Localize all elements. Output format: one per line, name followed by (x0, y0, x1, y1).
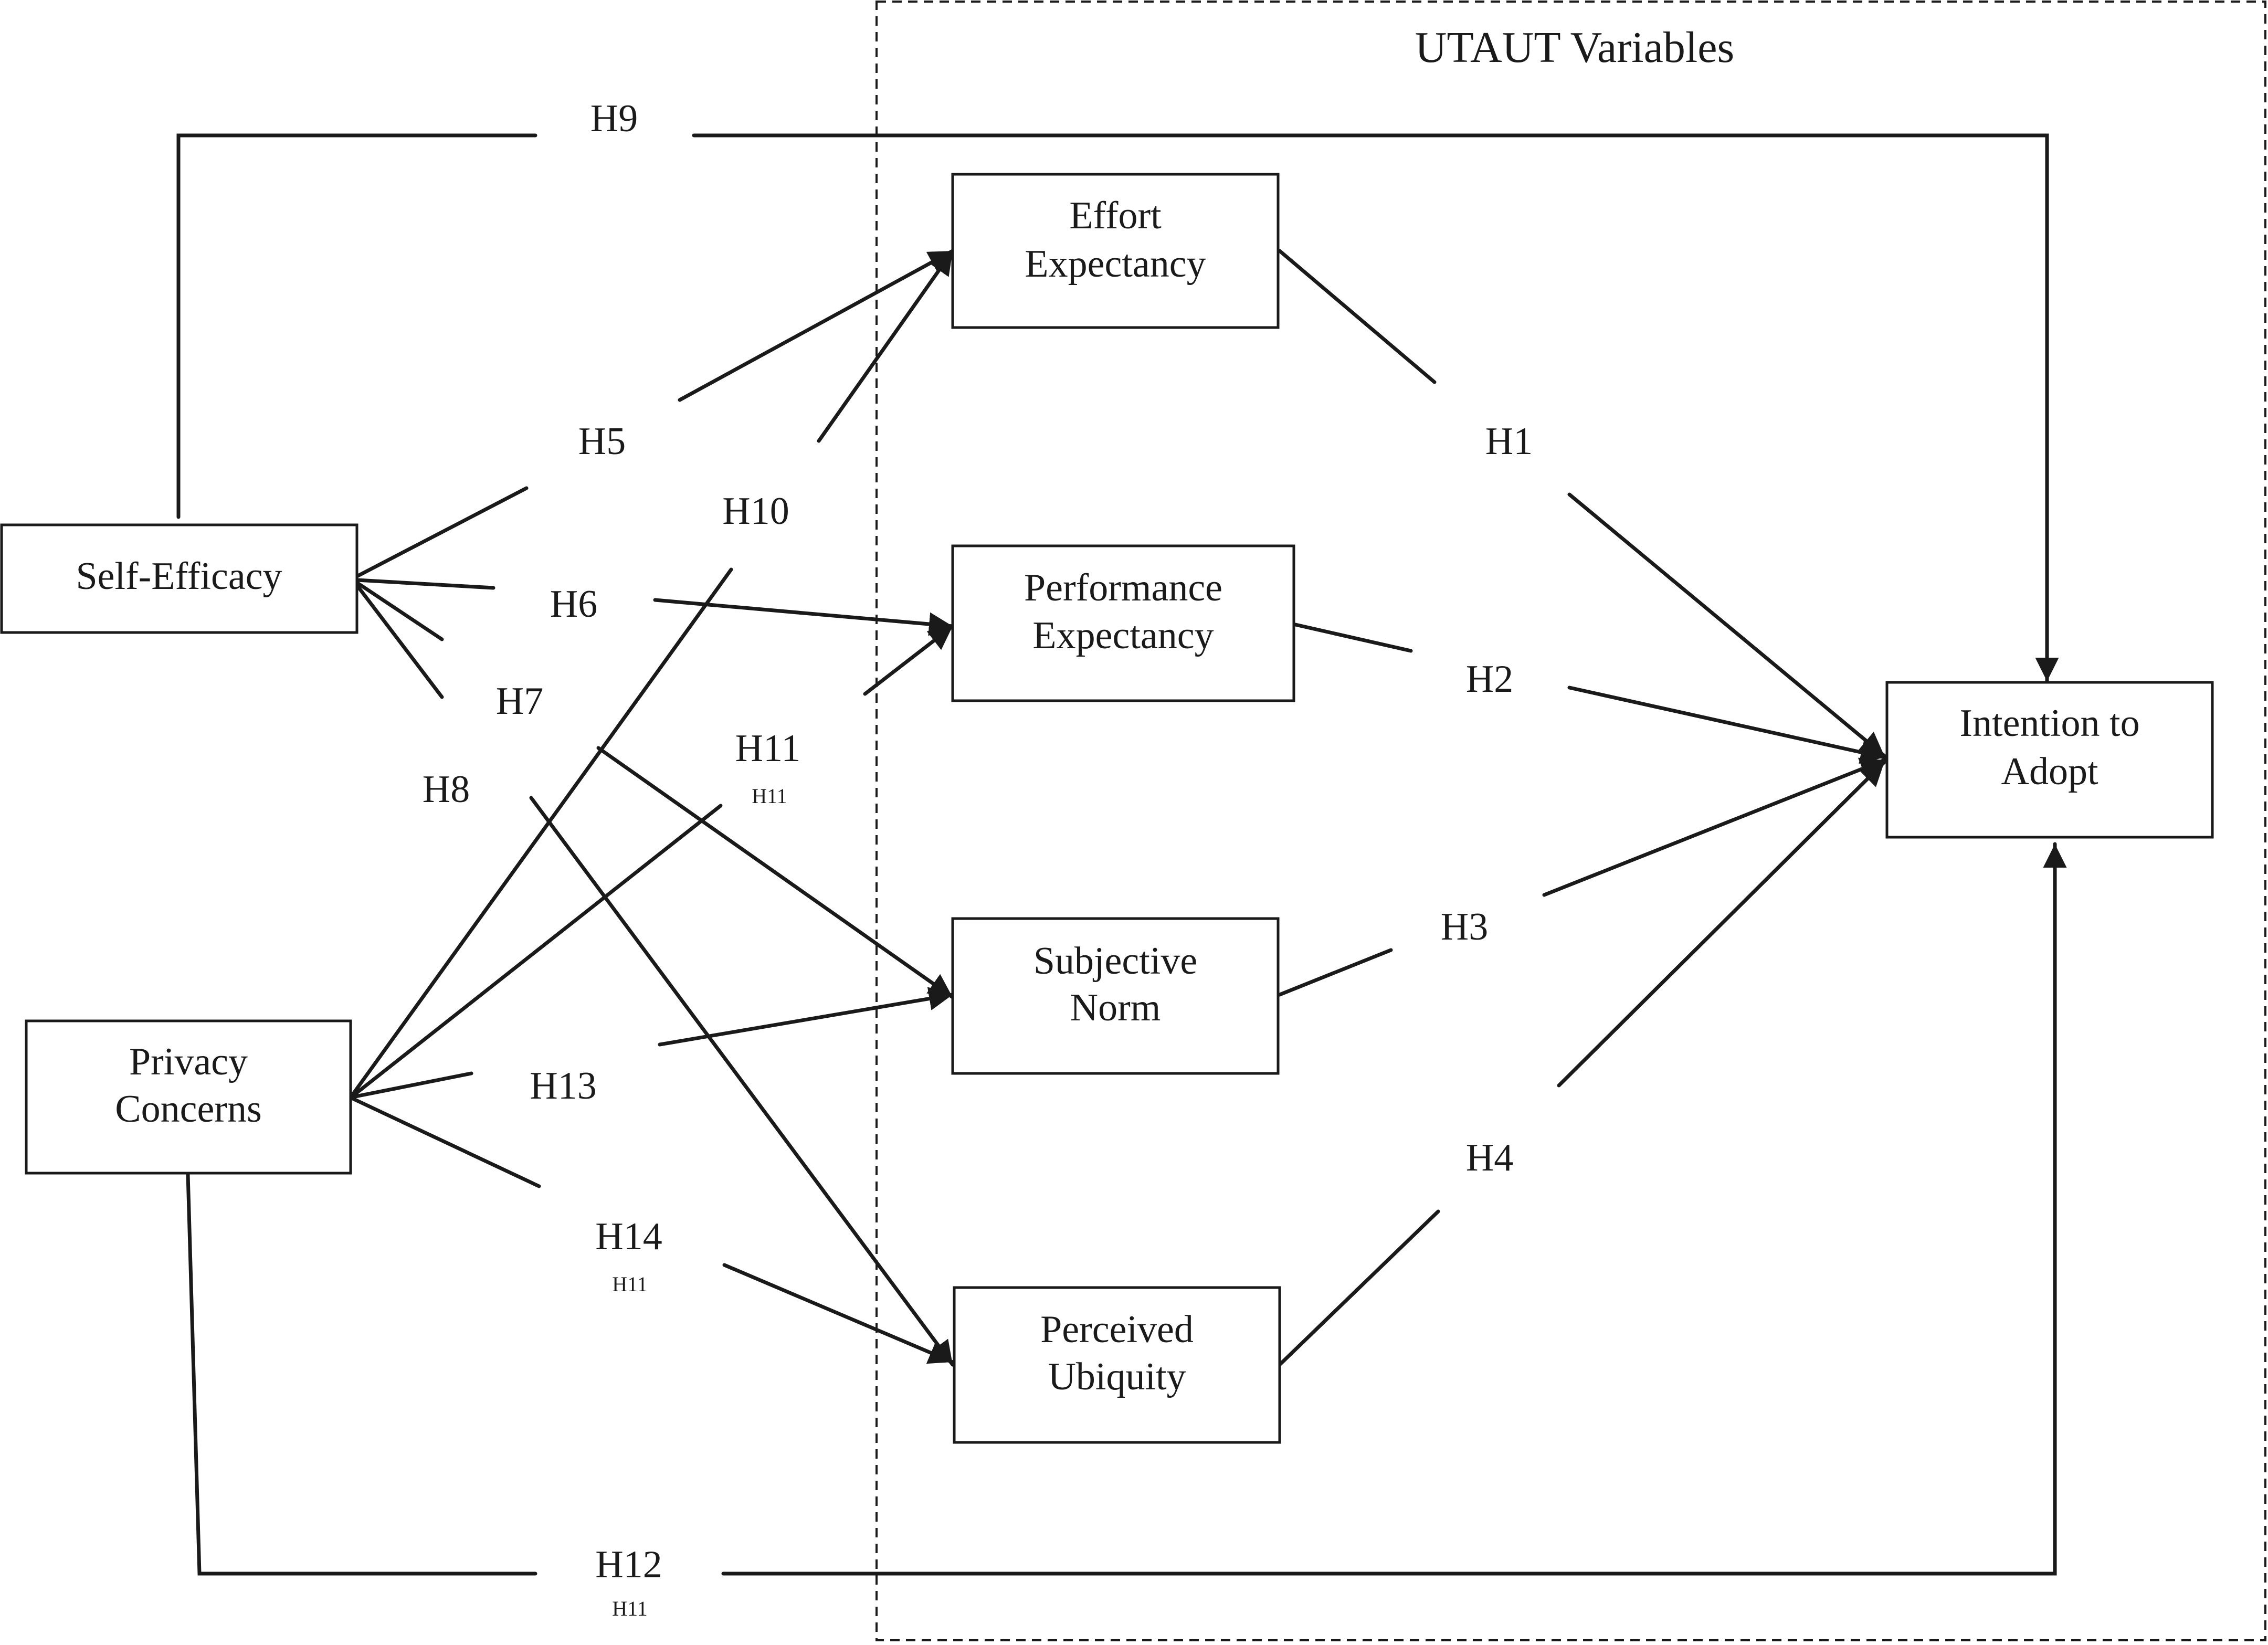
edge-h1 (1278, 249, 1886, 758)
utaut-group-frame (875, 1, 2266, 1641)
node-effort-expectancy-line2: Expectancy (1025, 242, 1206, 286)
edge-h5 (355, 249, 955, 578)
label-h2: H2 (1466, 658, 1513, 701)
node-subjective-norm-line1: Subjective (1033, 940, 1197, 983)
label-h14-subscript: H11 (612, 1272, 647, 1296)
label-h13: H13 (530, 1064, 596, 1108)
edge-h7 (355, 581, 955, 999)
node-privacy-concerns: Privacy Concerns (25, 1019, 352, 1175)
edge-h4 (1278, 760, 1886, 1367)
label-h1: H1 (1485, 420, 1533, 463)
label-h14: H14 (595, 1215, 662, 1258)
node-privacy-concerns-line1: Privacy (129, 1040, 248, 1083)
label-h12: H12 (595, 1543, 662, 1586)
node-performance-expectancy: Performance Expectancy (951, 544, 1295, 702)
node-performance-expectancy-line2: Expectancy (1032, 614, 1214, 657)
node-perceived-ubiquity-line2: Ubiquity (1048, 1355, 1186, 1398)
label-h11-subscript: H11 (752, 784, 787, 808)
label-h11: H11 (735, 727, 801, 770)
edge-h13 (351, 987, 955, 1099)
node-perceived-ubiquity-line1: Perceived (1040, 1308, 1194, 1351)
edge-h9 (176, 133, 2059, 683)
node-self-efficacy-label: Self-Efficacy (76, 555, 282, 598)
node-effort-expectancy: Effort Expectancy (951, 173, 1280, 329)
edge-h3 (1278, 757, 1886, 997)
label-h9: H9 (590, 97, 638, 140)
label-h6: H6 (550, 583, 597, 626)
edge-h2 (1293, 623, 1886, 764)
edge-h6 (355, 578, 955, 636)
label-h12-subscript: H11 (612, 1597, 647, 1620)
label-h4: H4 (1466, 1136, 1513, 1179)
node-intention-to-adopt-line1: Intention to (1959, 702, 2139, 745)
node-intention-to-adopt-line2: Adopt (2001, 750, 2098, 793)
edges (176, 133, 2067, 1576)
edge-h10 (351, 249, 955, 1096)
edge-h8 (355, 583, 955, 1367)
label-h10: H10 (722, 490, 789, 533)
node-self-efficacy: Self-Efficacy (0, 523, 358, 634)
label-h3: H3 (1441, 905, 1488, 948)
hypothesis-labels: H9 H5 H10 H6 H7 H8 H11 H11 H13 H14 H11 H… (423, 97, 1533, 1620)
node-intention-to-adopt: Intention to Adopt (1885, 681, 2214, 839)
edge-h11 (351, 624, 955, 1098)
utaut-group-title: UTAUT Variables (1415, 23, 1734, 72)
label-h7: H7 (496, 680, 543, 723)
label-h5: H5 (578, 420, 626, 463)
node-performance-expectancy-line1: Performance (1024, 566, 1222, 609)
edge-h14 (351, 1096, 955, 1364)
label-h8: H8 (423, 768, 470, 811)
node-privacy-concerns-line2: Concerns (115, 1088, 262, 1131)
node-perceived-ubiquity: Perceived Ubiquity (953, 1286, 1281, 1444)
node-subjective-norm-line2: Norm (1070, 986, 1161, 1029)
node-subjective-norm: Subjective Norm (951, 917, 1280, 1075)
edge-h12 (186, 842, 2067, 1576)
node-effort-expectancy-line1: Effort (1069, 194, 1162, 237)
